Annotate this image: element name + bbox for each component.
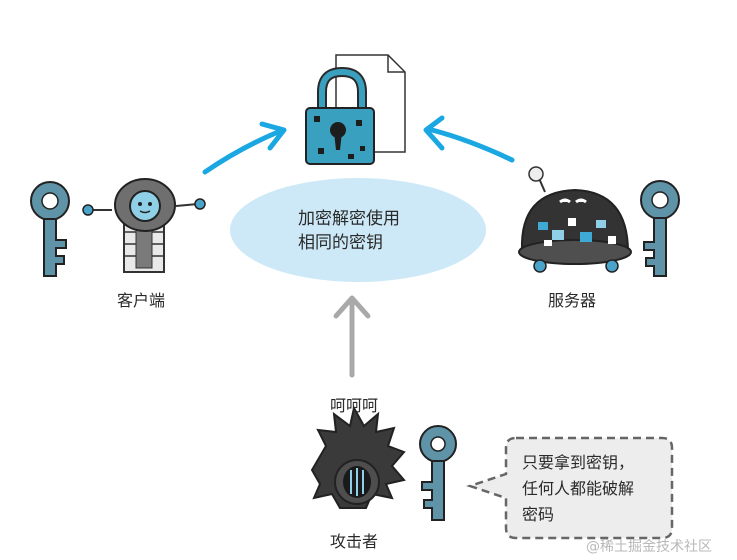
attacker-figure-icon xyxy=(310,405,406,509)
center-note: 加密解密使用 相同的密钥 xyxy=(298,207,400,255)
server-label: 服务器 xyxy=(548,291,597,310)
attacker-laugh-text: 呵呵呵 xyxy=(330,396,379,415)
speech-line-3: 密码 xyxy=(522,505,555,524)
server-robot-icon xyxy=(518,166,632,273)
padlock-icon xyxy=(305,66,375,165)
attacker-label: 攻击者 xyxy=(330,532,379,551)
watermark-text: @稀土掘金技术社区 xyxy=(586,539,712,555)
client-to-lock-arrow xyxy=(202,121,287,175)
center-note-line1: 加密解密使用 xyxy=(298,209,400,229)
attacker-arrow xyxy=(333,295,371,378)
attacker-speech-bubble xyxy=(466,436,674,540)
shared-key-ellipse xyxy=(230,178,486,282)
client-label: 客户端 xyxy=(117,291,166,310)
server-key-icon xyxy=(640,180,680,277)
center-note-line2: 相同的密钥 xyxy=(298,233,383,253)
attacker-key-icon xyxy=(419,425,457,521)
speech-line-2: 任何人都能破解 xyxy=(522,479,635,498)
client-robot-icon xyxy=(82,178,206,273)
speech-line-1: 只要拿到密钥， xyxy=(522,453,635,472)
client-key-icon xyxy=(30,181,70,277)
server-to-lock-arrow xyxy=(423,115,515,163)
speech-bubble-text: 只要拿到密钥， 任何人都能破解 密码 xyxy=(522,450,634,528)
